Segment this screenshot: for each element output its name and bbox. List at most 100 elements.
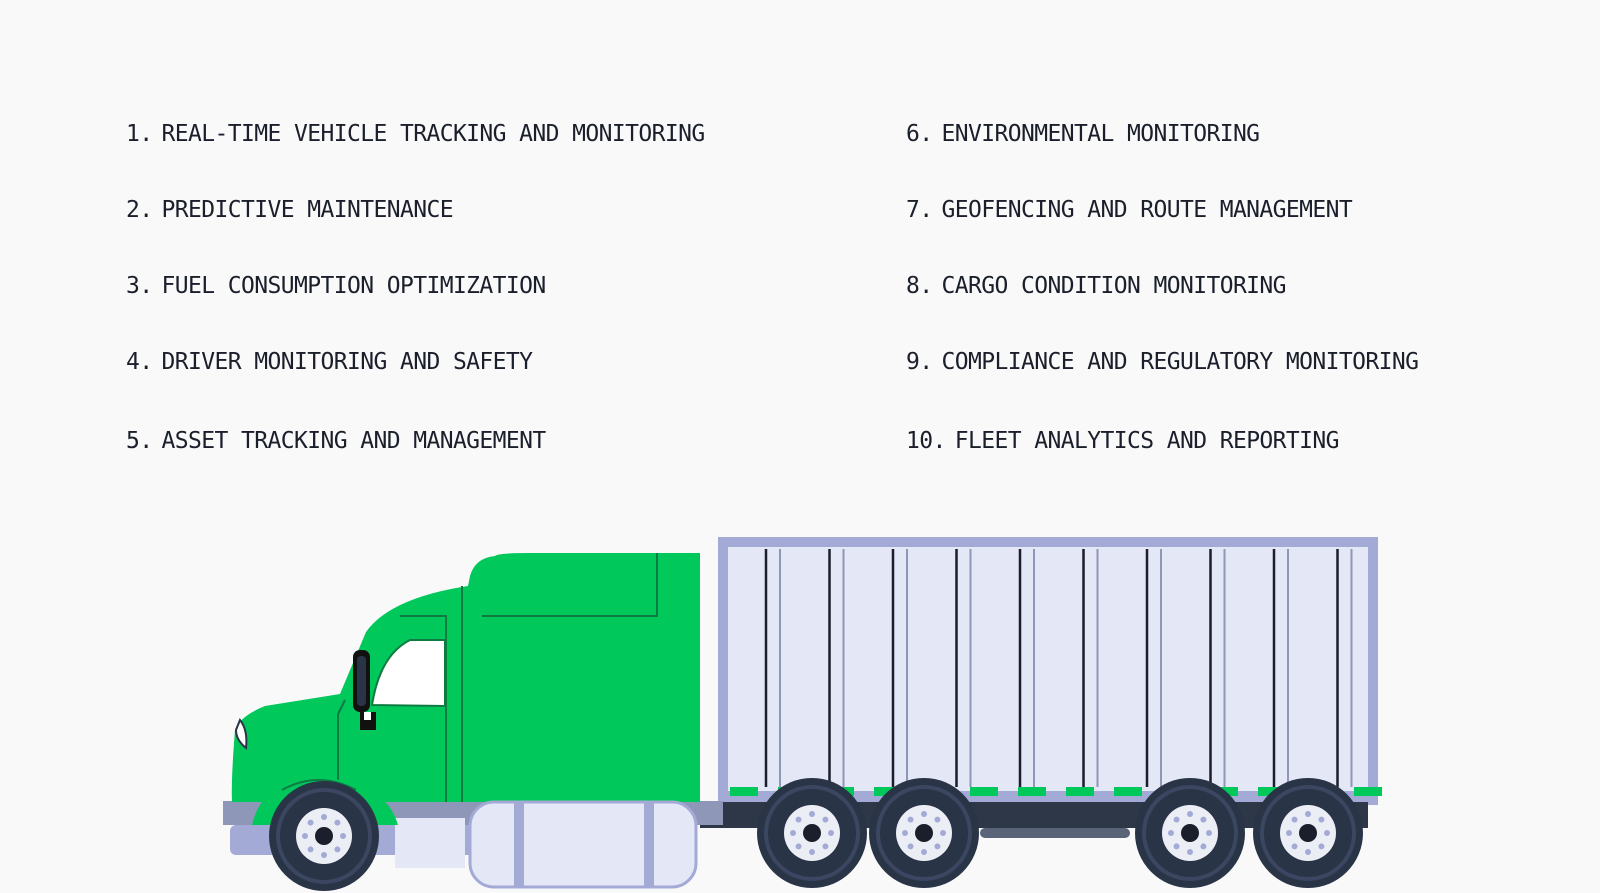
lug-nut <box>940 830 946 836</box>
headlight-icon <box>234 718 248 750</box>
lug-nut <box>307 819 314 826</box>
cab-roof-line <box>482 553 658 617</box>
lug-nut <box>907 816 914 823</box>
lug-nut <box>822 816 829 823</box>
feature-item-2: 2. PREDICTIVE MAINTENANCE <box>126 197 454 223</box>
side-step <box>395 818 465 868</box>
feature-number: 2. <box>126 197 153 223</box>
marker-light <box>1354 787 1382 796</box>
feature-list: 1. REAL-TIME VEHICLE TRACKING AND MONITO… <box>126 121 1420 454</box>
lug-nut <box>921 811 927 817</box>
lug-nut <box>921 849 927 855</box>
lug-nut <box>1286 830 1292 836</box>
feature-label: DRIVER MONITORING AND SAFETY <box>161 349 534 375</box>
feature-label: FUEL CONSUMPTION OPTIMIZATION <box>161 273 547 299</box>
lug-nut <box>809 811 815 817</box>
wheel-icon <box>869 778 979 888</box>
wheels <box>269 778 1363 891</box>
feature-item-5: 5. ASSET TRACKING AND MANAGEMENT <box>126 428 546 454</box>
tire-tread <box>1142 785 1238 881</box>
lug-nut <box>1206 830 1212 836</box>
feature-number: 10. <box>906 428 946 454</box>
lug-nut <box>334 846 341 853</box>
lug-nut <box>790 830 796 836</box>
feature-item-4: 4. DRIVER MONITORING AND SAFETY <box>126 349 534 375</box>
feature-item-6: 6. ENVIRONMENTAL MONITORING <box>906 121 1260 147</box>
door-line-rear <box>400 615 447 802</box>
marker-light <box>1066 787 1094 796</box>
lug-nut <box>795 816 802 823</box>
trailer <box>718 537 1382 805</box>
lug-nut <box>1200 843 1207 850</box>
lug-nut <box>302 833 308 839</box>
lug-nut <box>334 819 341 826</box>
lug-nut <box>809 849 815 855</box>
feature-label: REAL-TIME VEHICLE TRACKING AND MONITORIN… <box>161 121 706 147</box>
lug-nut <box>1291 816 1298 823</box>
hub-cap <box>1181 824 1199 842</box>
lug-nut <box>307 846 314 853</box>
feature-item-8: 8. CARGO CONDITION MONITORING <box>906 273 1287 299</box>
wheel-icon <box>269 781 379 891</box>
lug-nut <box>1187 849 1193 855</box>
hub-cap <box>1299 824 1317 842</box>
lug-nut <box>1305 811 1311 817</box>
lug-nut <box>1291 843 1298 850</box>
feature-label: PREDICTIVE MAINTENANCE <box>161 197 454 223</box>
cab-window <box>370 639 446 708</box>
feature-item-7: 7. GEOFENCING AND ROUTE MANAGEMENT <box>906 197 1353 223</box>
hub-cap <box>803 824 821 842</box>
marker-light <box>1018 787 1046 796</box>
wheel-icon <box>1253 778 1363 888</box>
mirror-mount-highlight <box>364 712 371 720</box>
marker-light <box>730 787 758 796</box>
lug-nut <box>1187 811 1193 817</box>
feature-item-3: 3. FUEL CONSUMPTION OPTIMIZATION <box>126 273 546 299</box>
lug-nut <box>1324 830 1330 836</box>
tire-tread <box>876 785 972 881</box>
truck-cab <box>231 553 701 825</box>
wheel-icon <box>1135 778 1245 888</box>
feature-label: COMPLIANCE AND REGULATORY MONITORING <box>941 349 1420 375</box>
lug-nut <box>902 830 908 836</box>
fender-line <box>281 779 357 791</box>
marker-light <box>1114 787 1142 796</box>
feature-label: GEOFENCING AND ROUTE MANAGEMENT <box>941 197 1353 223</box>
feature-item-9: 9. COMPLIANCE AND REGULATORY MONITORING <box>906 349 1420 375</box>
fuel-tank-strap <box>644 802 654 887</box>
tire-tread <box>1260 785 1356 881</box>
mud-guard <box>980 828 1130 838</box>
lug-nut <box>1318 816 1325 823</box>
trailer-ribs <box>764 549 1353 787</box>
lug-nut <box>828 830 834 836</box>
lug-nut <box>907 843 914 850</box>
feature-item-10: 10. FLEET ANALYTICS AND REPORTING <box>906 428 1340 454</box>
feature-number: 1. <box>126 121 153 147</box>
lug-nut <box>795 843 802 850</box>
lug-nut <box>1168 830 1174 836</box>
lug-nut <box>321 852 327 858</box>
feature-label: CARGO CONDITION MONITORING <box>941 273 1287 299</box>
feature-number: 4. <box>126 349 153 375</box>
fuel-tank-strap <box>514 802 524 887</box>
tire-tread <box>764 785 860 881</box>
lug-nut <box>1305 849 1311 855</box>
feature-item-1: 1. REAL-TIME VEHICLE TRACKING AND MONITO… <box>126 121 705 147</box>
fuel-tank-body <box>468 800 698 889</box>
feature-label: ASSET TRACKING AND MANAGEMENT <box>161 428 547 454</box>
fuel-tank-icon <box>468 800 698 889</box>
lug-nut <box>1173 843 1180 850</box>
hub-cap <box>915 824 933 842</box>
mirror-glass <box>357 656 366 706</box>
lug-nut <box>1200 816 1207 823</box>
marker-light <box>970 787 998 796</box>
lug-nut <box>1173 816 1180 823</box>
feature-number: 8. <box>906 273 933 299</box>
feature-number: 6. <box>906 121 933 147</box>
feature-number: 3. <box>126 273 153 299</box>
lug-nut <box>321 814 327 820</box>
tire-tread <box>276 788 372 884</box>
cab-body <box>231 553 701 802</box>
lug-nut <box>934 816 941 823</box>
